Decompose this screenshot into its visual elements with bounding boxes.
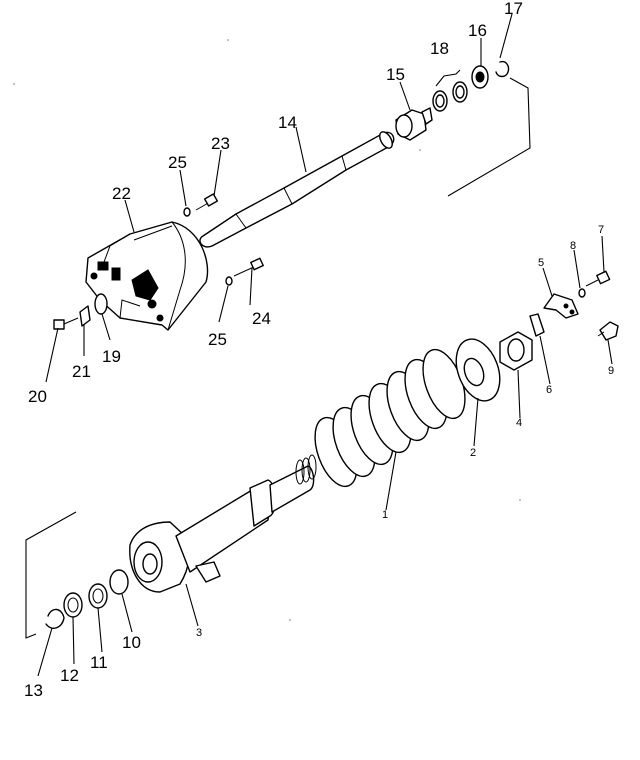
part-6-lock [529, 313, 545, 337]
callout-25-upper: 25 [168, 153, 187, 172]
callout-12: 12 [60, 666, 79, 685]
callout-1: 1 [382, 509, 388, 521]
callout-labels: 14 15 18 16 17 23 25 22 24 25 19 21 20 1… [24, 0, 614, 700]
part-11-seal [88, 583, 108, 609]
part-24-bolt [233, 257, 264, 277]
part-19-plate [94, 293, 108, 315]
callout-3: 3 [196, 627, 202, 639]
part-22-housing [85, 221, 209, 331]
callout-17: 17 [504, 0, 523, 18]
part-17-snap-ring [495, 60, 510, 78]
part-12-bearing [63, 592, 83, 618]
part-18-rings [432, 69, 468, 112]
callout-20: 20 [28, 387, 47, 406]
scan-specks [13, 39, 521, 621]
callout-8: 8 [570, 240, 576, 252]
callout-6: 6 [546, 384, 552, 396]
part-7-bolt [585, 270, 611, 287]
callout-16: 16 [468, 21, 487, 40]
callout-25-lower: 25 [208, 330, 227, 349]
part-4-nut [499, 331, 533, 371]
callout-7: 7 [598, 224, 604, 236]
part-23-bolt [195, 193, 219, 211]
lower-bracket-lines [25, 511, 77, 639]
part-25-washer-upper [183, 207, 191, 217]
part-3-yoke-shaft [129, 465, 315, 593]
callout-14: 14 [278, 113, 297, 132]
upper-bracket-lines [447, 77, 531, 197]
part-9-grease-fitting [597, 321, 619, 341]
part-13-snap-ring [45, 608, 65, 629]
callout-24: 24 [252, 309, 271, 328]
part-15-plug [395, 107, 433, 141]
callout-4: 4 [516, 417, 522, 429]
leader-lines [37, 13, 613, 677]
part-8-washer [578, 288, 586, 298]
callout-9: 9 [608, 365, 614, 377]
callout-19: 19 [102, 347, 121, 366]
part-3-thread [295, 454, 317, 485]
callout-22: 22 [112, 184, 131, 203]
callout-21: 21 [72, 362, 91, 381]
callout-2: 2 [470, 447, 476, 459]
callout-11: 11 [90, 653, 108, 672]
part-16-nut [471, 65, 489, 89]
part-10-ring [109, 569, 129, 595]
callout-10: 10 [122, 633, 141, 652]
callout-23: 23 [211, 134, 230, 153]
part-20-bolt [53, 317, 79, 330]
part-1-spring [314, 348, 466, 488]
part-5-bracket [543, 293, 579, 319]
part-2-spring-seat [455, 338, 501, 402]
part-25-washer-lower [225, 276, 233, 286]
callout-18: 18 [430, 39, 449, 58]
callout-15: 15 [386, 65, 405, 84]
part-14-rod [199, 131, 395, 248]
callout-13: 13 [24, 681, 43, 700]
callout-5: 5 [538, 257, 544, 269]
part-21-washer [79, 305, 91, 327]
